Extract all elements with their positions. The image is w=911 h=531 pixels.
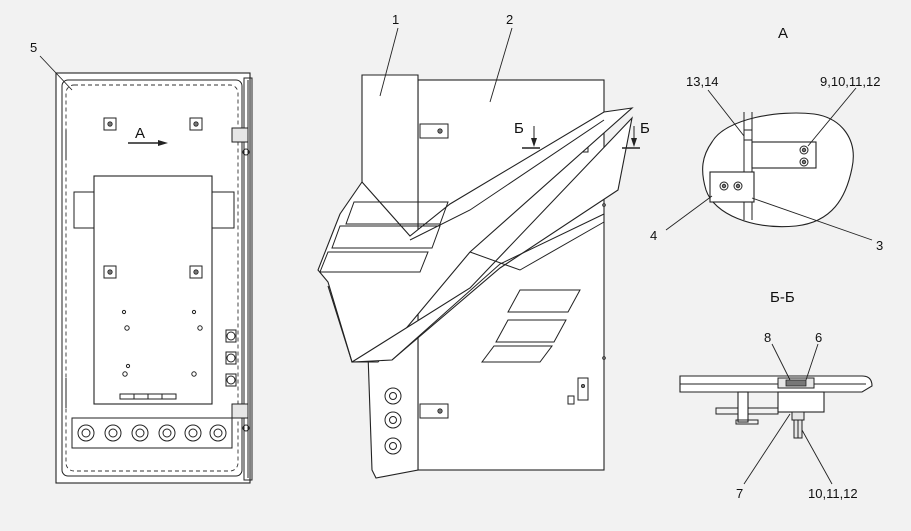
label-item-4: 4 xyxy=(650,228,657,243)
label-item-5: 5 xyxy=(30,40,37,55)
label-item-6: 6 xyxy=(815,330,822,345)
label-item-1: 1 xyxy=(392,12,399,27)
label-section-b-left: Б xyxy=(514,120,524,137)
label-view-a-arrow: А xyxy=(135,125,145,142)
label-item-7: 7 xyxy=(736,486,743,501)
label-item-10-11-12: 10,11,12 xyxy=(808,486,858,501)
label-item-3: 3 xyxy=(876,238,883,253)
label-item-8: 8 xyxy=(764,330,771,345)
door-view xyxy=(317,27,640,479)
cabinet-front-view xyxy=(39,55,253,484)
label-section-b-right: Б xyxy=(640,120,650,137)
label-item-13-14: 13,14 xyxy=(686,74,719,89)
view-a-detail xyxy=(665,87,873,241)
label-item-9-10-11-12: 9,10,11,12 xyxy=(820,74,880,89)
side-gland-column xyxy=(225,329,237,387)
label-section-title: Б-Б xyxy=(770,289,795,306)
label-view-a-title: А xyxy=(778,25,788,42)
label-item-2: 2 xyxy=(506,12,513,27)
bottom-gland-row xyxy=(77,424,227,442)
section-b-b xyxy=(679,343,873,485)
